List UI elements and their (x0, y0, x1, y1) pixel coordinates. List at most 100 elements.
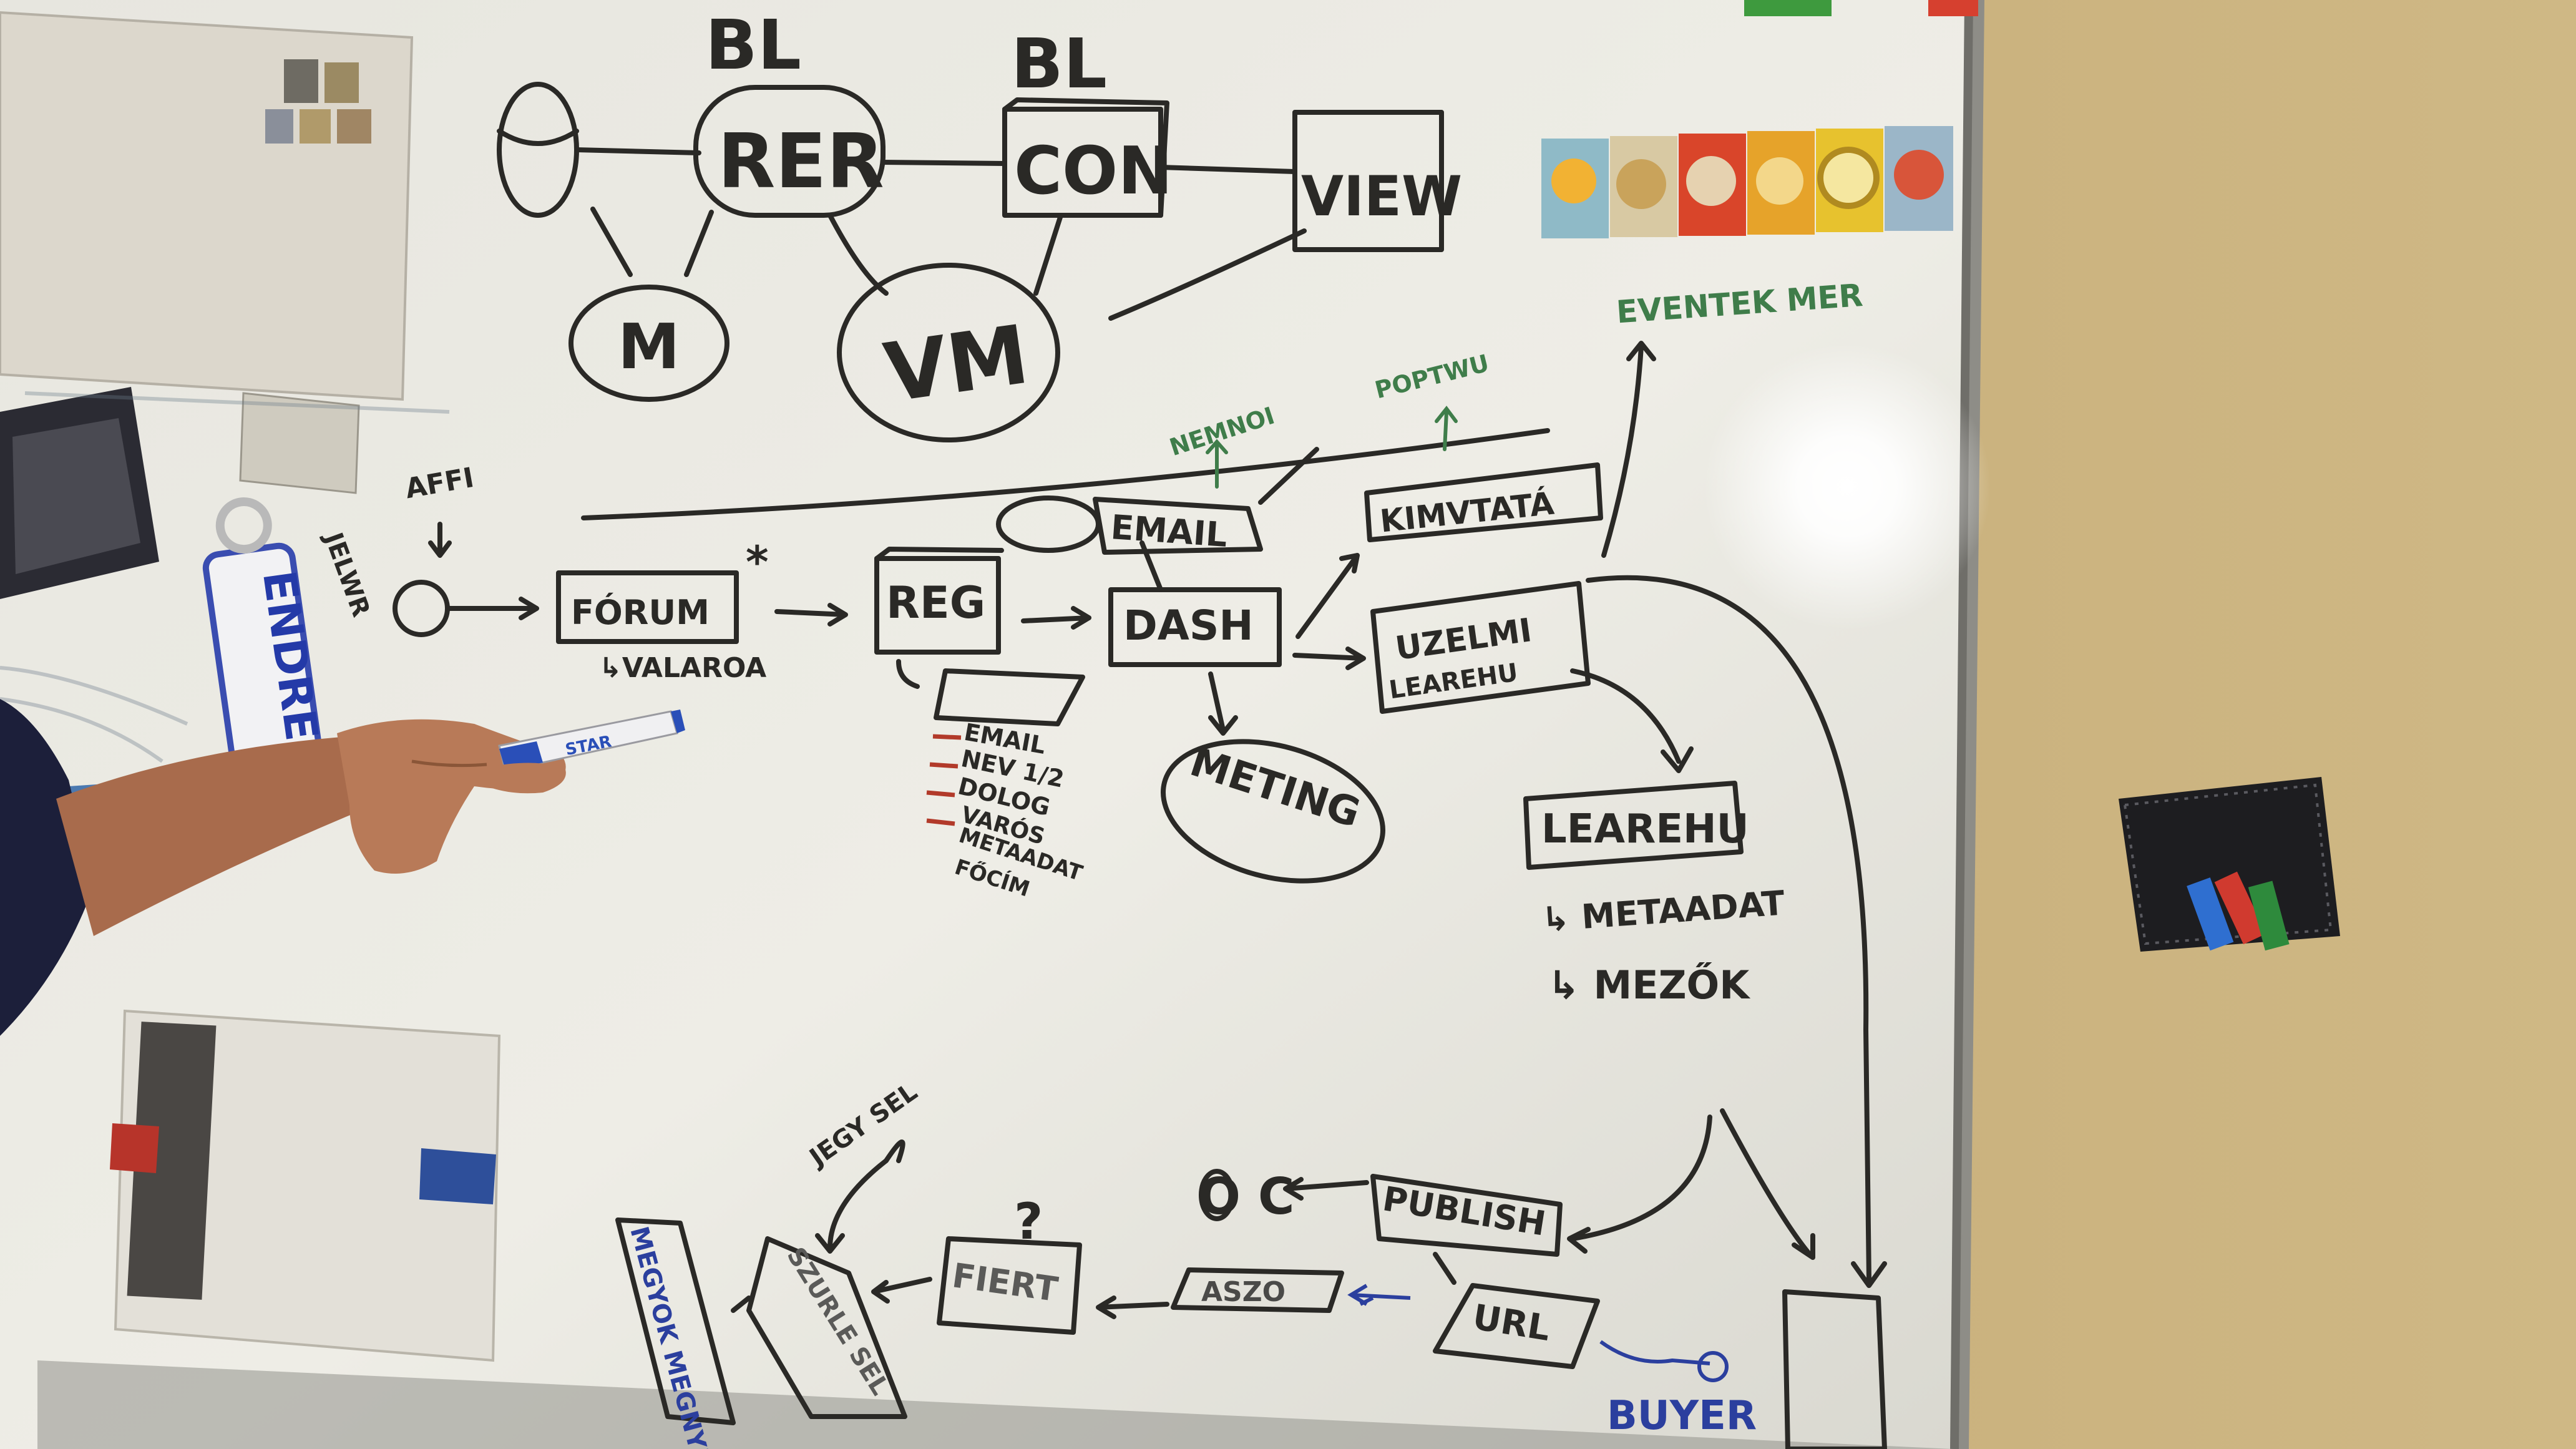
email-box (1093, 497, 1263, 555)
magnet-strip-red (1928, 0, 1978, 16)
sticker-card (239, 392, 360, 494)
arrow-to-dash (1258, 447, 1319, 505)
vm-ellipse (837, 263, 1060, 442)
mezok-label: ↳ MEZŐK (1548, 962, 1750, 1008)
presenter-arm: STAR (0, 699, 685, 1036)
buyer-label: BUYER (1607, 1393, 1757, 1439)
arrow-reg-dash (1021, 606, 1091, 630)
uzelmi-box (1370, 581, 1591, 714)
arrow-publish-url (1433, 1252, 1456, 1285)
view-label: VIEW (1301, 164, 1462, 228)
con-box (1002, 107, 1163, 218)
oc-circle (1199, 1169, 1235, 1221)
forearm (56, 736, 374, 936)
arrow-publish-oc (1283, 1177, 1369, 1201)
meeting-ellipse (1161, 739, 1385, 884)
magnet-cards (1541, 0, 1978, 238)
con-label: CON (1014, 133, 1173, 209)
arrow-szurle-megnyit (731, 1295, 751, 1313)
link-con-vm (1033, 213, 1063, 296)
photo-inner (12, 418, 140, 574)
arrow-uzelmi-eventek (1601, 341, 1656, 558)
email-box-label: EMAIL (1110, 507, 1229, 555)
separator-line (581, 428, 1550, 520)
dash-label: DASH (1123, 602, 1254, 650)
mentes-box (1782, 1289, 1887, 1449)
fiert-box (937, 1236, 1082, 1335)
arrow-start-forum (445, 597, 539, 620)
question-label: ? (1014, 1193, 1043, 1251)
leirehu-box (1523, 781, 1744, 870)
diagram-black-ink (393, 82, 1887, 1449)
aszo-label: ASZO (1201, 1276, 1286, 1308)
pinned-papers (0, 11, 501, 1362)
email-loop (996, 495, 1101, 553)
szurle-box (746, 1236, 907, 1419)
oc-label: O C (1198, 1168, 1295, 1226)
form-box (934, 668, 1085, 726)
buyer-node (1697, 1351, 1729, 1382)
labels-black: BL BL RER CON VIEW M VM AFFI JELWR FÓRUM… (318, 5, 1787, 1400)
green-arrows (1206, 406, 1458, 489)
arrow-reg-form (896, 659, 920, 689)
rer-box (693, 85, 886, 218)
endre-badge: ENDRE (202, 497, 328, 781)
valaroa-label: ↳VALAROA (599, 652, 766, 684)
arrow-uzelmi-mentes (1586, 575, 1887, 1288)
publish-box (1370, 1174, 1563, 1257)
thumb (487, 763, 566, 794)
bl-label-left: BL (705, 5, 801, 85)
view-box (1292, 110, 1444, 252)
stamp-1 (284, 59, 318, 103)
megnyit-box (615, 1217, 736, 1425)
light-glare (1704, 343, 1991, 630)
rer-label: RER (718, 119, 884, 205)
reg-box (874, 556, 1001, 655)
red-stamp (110, 1123, 159, 1173)
arrow-to-publish (1567, 1115, 1712, 1254)
sleeve (0, 699, 94, 1036)
arrow-url-aszo (1347, 1284, 1411, 1306)
arrow-dash-kimutatas (1295, 553, 1360, 639)
dash-box (1108, 587, 1282, 667)
aszo-box (1171, 1267, 1344, 1313)
arrow-dash-uzelmi (1292, 646, 1366, 670)
link-rer-vm (827, 213, 889, 296)
bl-label-right: BL (1011, 24, 1107, 104)
pen-holder (2119, 777, 2340, 952)
leirehu-label: LEAREHU (1541, 806, 1749, 852)
link-db-m (590, 207, 633, 277)
arrow-forum-reg (774, 603, 848, 627)
stamp-3 (265, 109, 293, 144)
magnet-strip-green (1744, 0, 1832, 16)
link-con-view (1158, 165, 1297, 174)
m-label: M (618, 310, 680, 383)
forum-box (556, 570, 739, 644)
arrow-uzelmi-leirehu (1570, 668, 1694, 773)
arrow-down-mentes (1720, 1108, 1815, 1260)
url-box (1433, 1283, 1600, 1369)
arrow-jegy-szurle (815, 1139, 905, 1254)
stamp-5 (337, 109, 371, 144)
vm-label: VM (879, 307, 1034, 421)
m-ellipse (568, 285, 729, 402)
link-rer-m (684, 210, 714, 277)
arrow-fiert-szurle (871, 1277, 932, 1304)
link-view-vm (1108, 228, 1307, 321)
affi-arrow (428, 522, 452, 558)
blue-stamp (419, 1148, 496, 1204)
faded-old-writing (0, 391, 450, 763)
document-dark-strip (127, 1022, 217, 1300)
stamp-4 (300, 109, 331, 144)
buyer-link (1599, 1340, 1710, 1365)
link-db-rer (574, 147, 701, 155)
board-bottom-frame (37, 1360, 1953, 1449)
stamp-2 (324, 62, 359, 103)
kimutatas-box (1364, 462, 1603, 542)
asterisk-label: * (746, 537, 769, 588)
link-rer-con (881, 160, 1007, 166)
reg-label: REG (886, 577, 985, 628)
arrow-aszo-fiert (1096, 1295, 1169, 1319)
forum-label: FÓRUM (571, 593, 710, 632)
